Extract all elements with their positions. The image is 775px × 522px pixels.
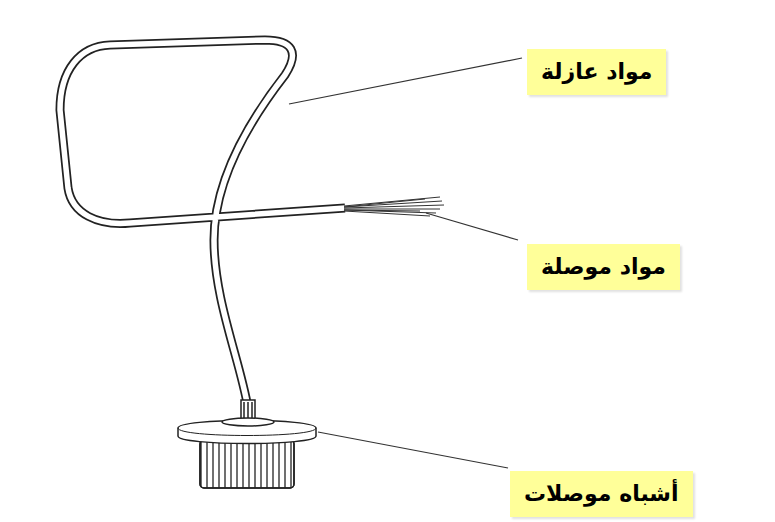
label-box: مواد عازلة — [527, 49, 666, 95]
part-label: مواد موصلة — [541, 254, 666, 280]
plug-connector — [178, 400, 316, 488]
part-label: أشباه موصلات — [524, 481, 679, 507]
label-box: أشباه موصلات — [510, 471, 693, 517]
label-box: مواد موصلة — [527, 244, 680, 290]
part-label: مواد عازلة — [541, 59, 652, 85]
leader-line — [289, 58, 522, 468]
cable-insulation — [60, 40, 345, 408]
wire-strands — [344, 197, 444, 216]
